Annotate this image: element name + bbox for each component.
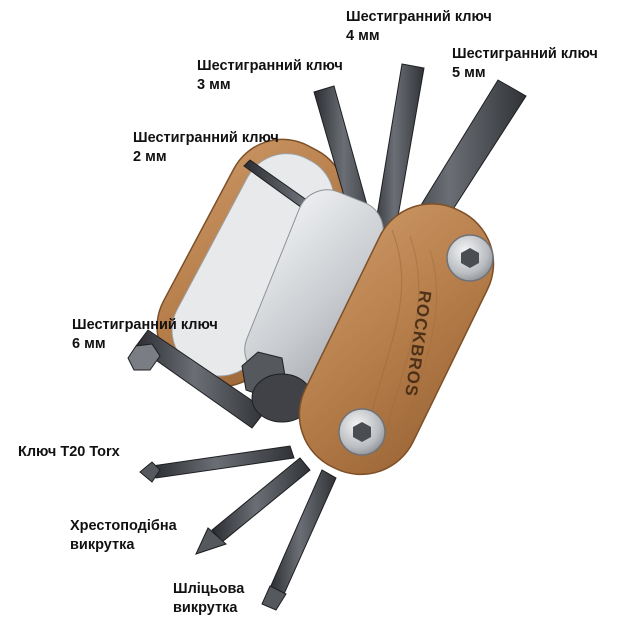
label-line: викрутка bbox=[70, 537, 135, 553]
label-hex-key-5mm: Шестигранний ключ 5 мм bbox=[452, 45, 598, 83]
phillips-screwdriver bbox=[195, 457, 311, 555]
label-hex-key-3mm: Шестигранний ключ 3 мм bbox=[197, 57, 343, 95]
label-phillips-screwdriver: Хрестоподібна викрутка bbox=[70, 517, 177, 555]
label-line: Шестигранний ключ bbox=[452, 46, 598, 62]
label-line: Шестигранний ключ bbox=[346, 9, 492, 25]
top-bolt bbox=[446, 234, 494, 282]
label-line: Шестигранний ключ bbox=[133, 130, 279, 146]
label-line: Хрестоподібна bbox=[70, 518, 177, 534]
label-line: Шестигранний ключ bbox=[197, 58, 343, 74]
label-torx-t20: Ключ T20 Torx bbox=[18, 443, 120, 462]
label-size: 3 мм bbox=[197, 77, 231, 93]
label-line: викрутка bbox=[173, 600, 238, 616]
label-size: 2 мм bbox=[133, 149, 167, 165]
label-hex-key-6mm: Шестигранний ключ 6 мм bbox=[72, 316, 218, 354]
label-line: Ключ T20 Torx bbox=[18, 444, 120, 460]
label-size: 4 мм bbox=[346, 28, 380, 44]
front-wood-plate bbox=[298, 203, 495, 476]
label-flat-screwdriver: Шліцьова викрутка bbox=[173, 580, 244, 618]
label-line: Шліцьова bbox=[173, 581, 245, 597]
label-hex-key-4mm: Шестигранний ключ 4 мм bbox=[346, 8, 492, 46]
torx-t20-bit bbox=[139, 445, 295, 483]
bottom-bolt bbox=[338, 408, 386, 456]
label-hex-key-2mm: Шестигранний ключ 2 мм bbox=[133, 129, 279, 167]
label-line: Шестигранний ключ bbox=[72, 317, 218, 333]
label-size: 5 мм bbox=[452, 65, 486, 81]
label-size: 6 мм bbox=[72, 336, 106, 352]
flat-screwdriver bbox=[261, 469, 337, 611]
